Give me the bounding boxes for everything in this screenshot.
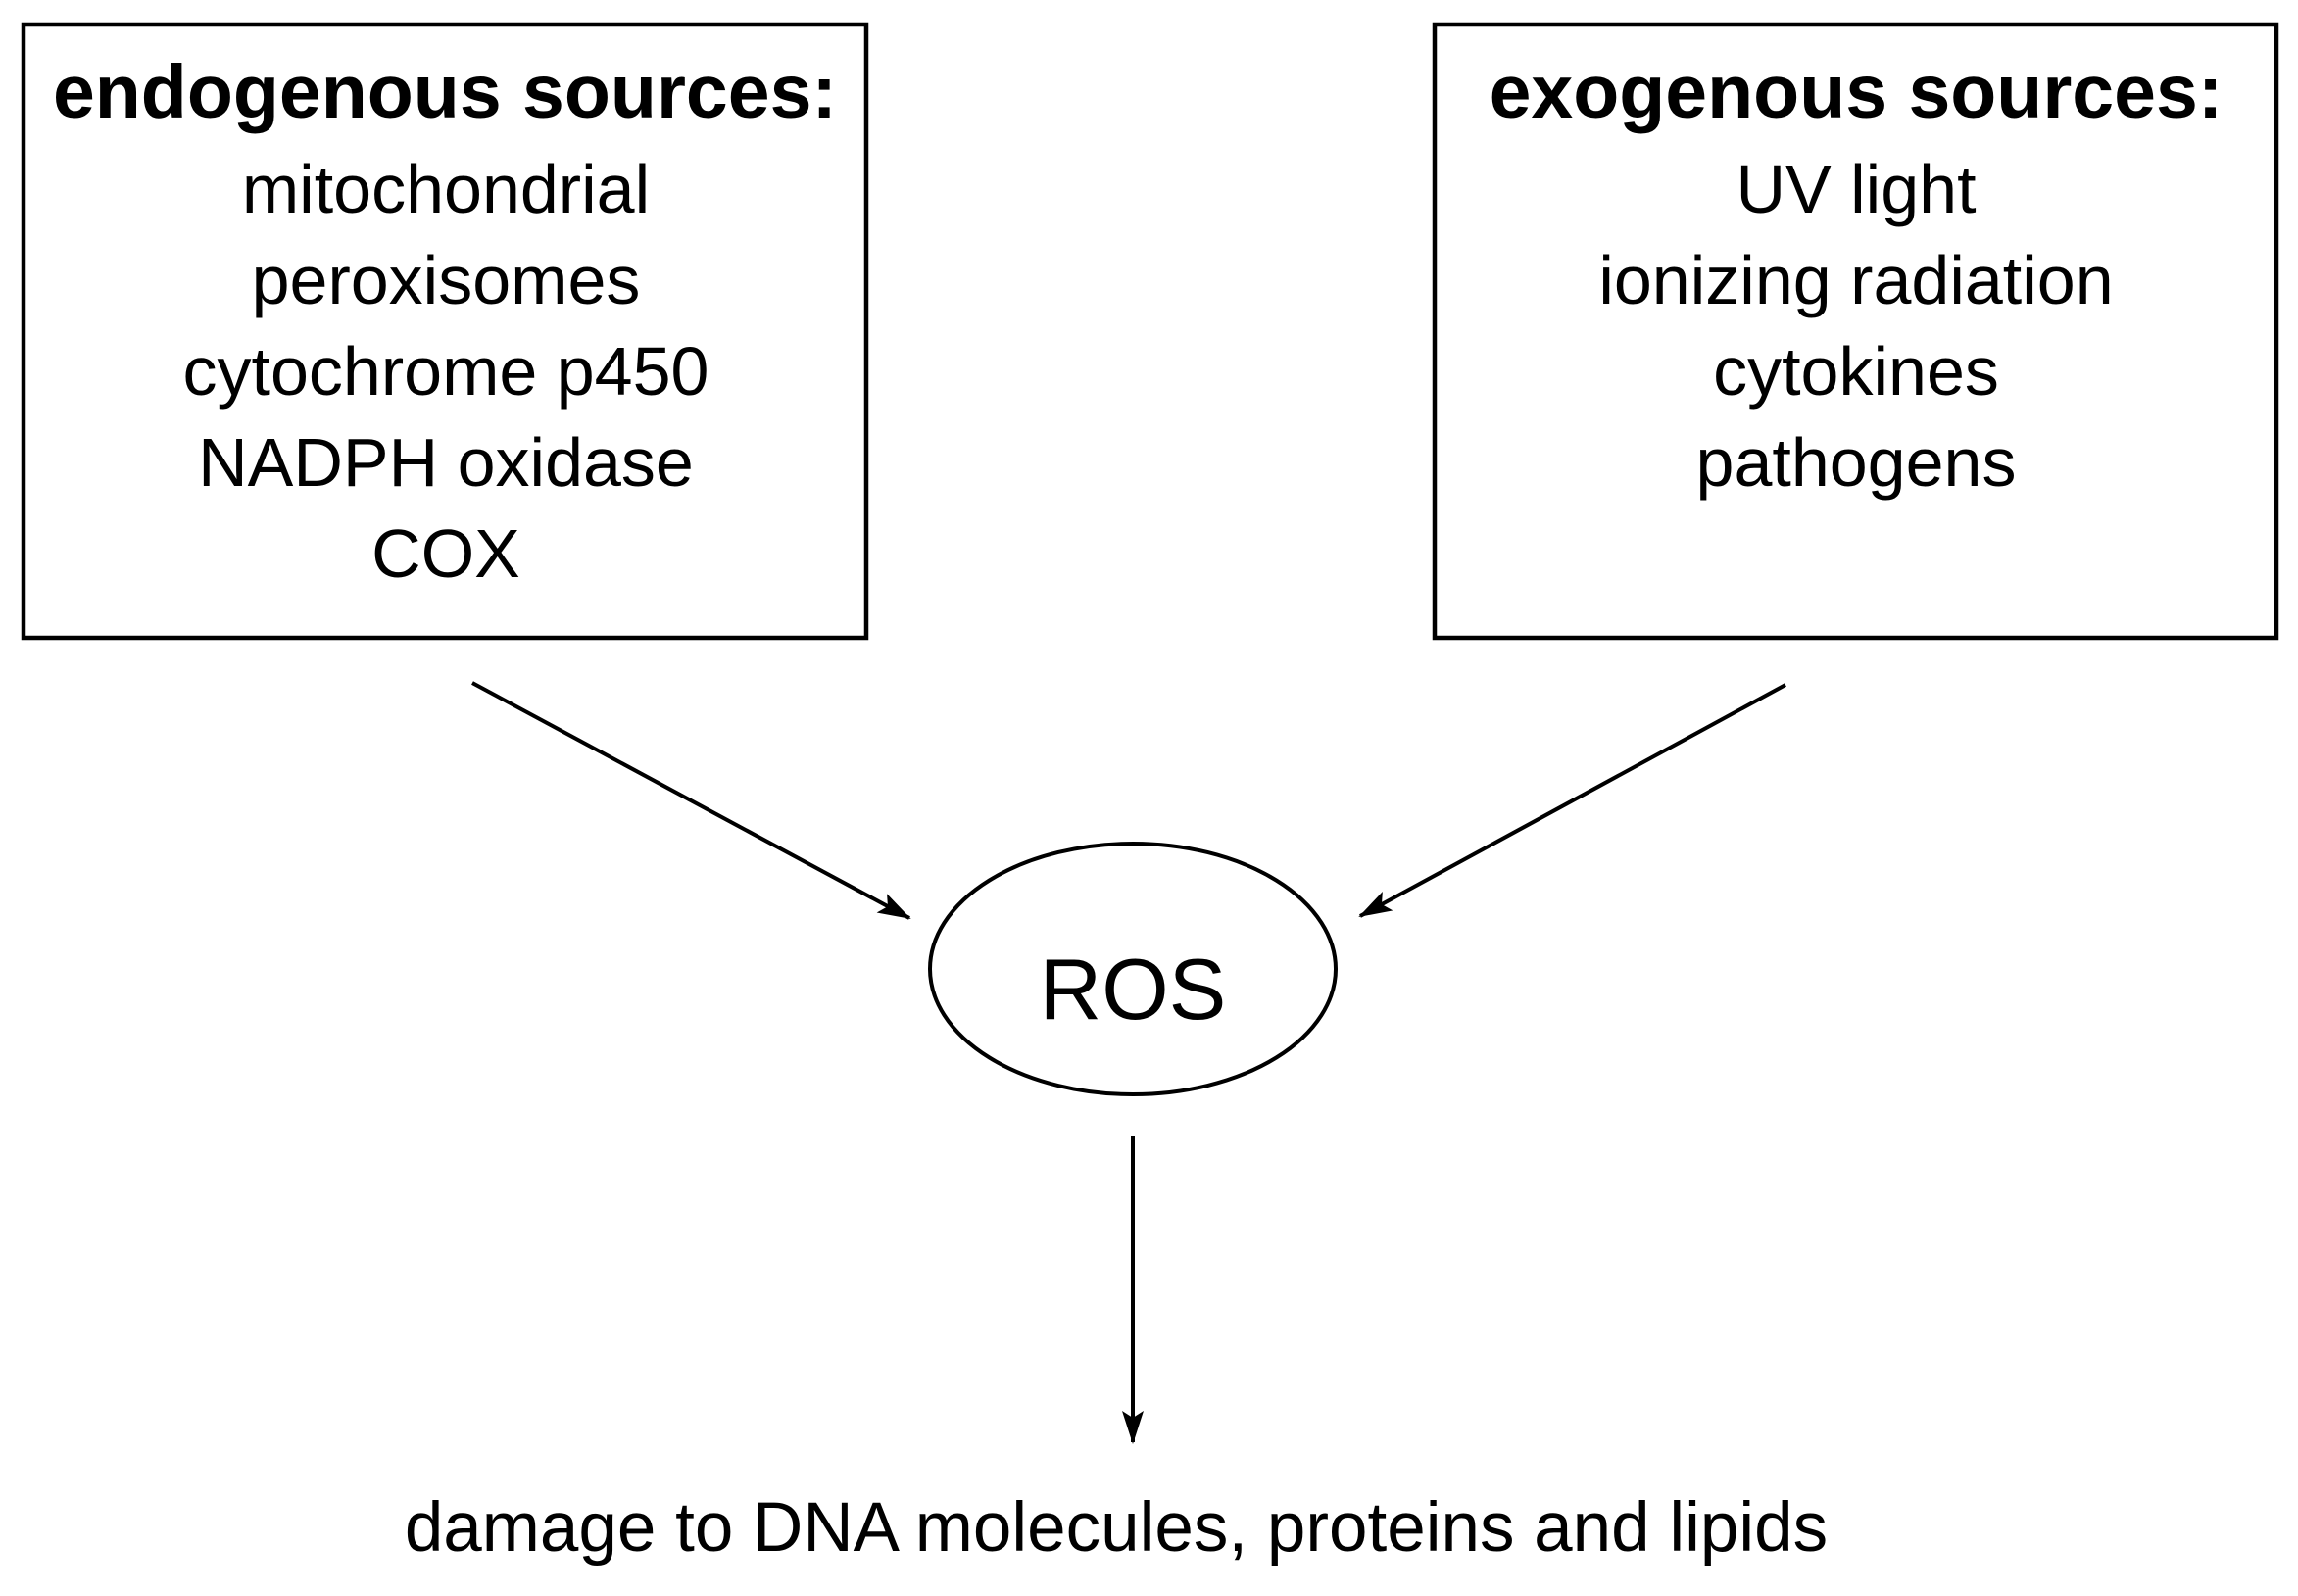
exogenous-item: ionizing radiation — [1598, 242, 2113, 318]
exogenous-item: cytokines — [1713, 333, 1999, 410]
ros-label: ROS — [1040, 941, 1227, 1038]
ros-ellipse — [928, 842, 1338, 1096]
endogenous-box-border — [21, 22, 869, 641]
endogenous-item: COX — [371, 515, 520, 592]
endogenous-item: peroxisomes — [252, 242, 641, 318]
exogenous-sources-box: exogenous sources: UV light ionizing rad… — [1432, 22, 2279, 641]
arrow-exogenous-to-ros — [1358, 683, 1786, 918]
ros-node: ROS — [928, 842, 1338, 1096]
exogenous-item: UV light — [1736, 151, 1976, 227]
exogenous-item: pathogens — [1696, 424, 2017, 501]
endogenous-item: cytochrome p450 — [183, 333, 709, 410]
arrow-endogenous-to-ros — [471, 681, 911, 920]
endogenous-sources-box: endogenous sources: mitochondrial peroxi… — [21, 22, 869, 641]
exogenous-box-border — [1432, 22, 2279, 641]
endogenous-item: mitochondrial — [242, 151, 650, 227]
endogenous-item: NADPH oxidase — [198, 424, 694, 501]
endogenous-title: endogenous sources: — [53, 50, 837, 134]
exogenous-title: exogenous sources: — [1490, 50, 2224, 134]
damage-outcome-label: damage to DNA molecules, proteins and li… — [405, 1489, 1828, 1567]
